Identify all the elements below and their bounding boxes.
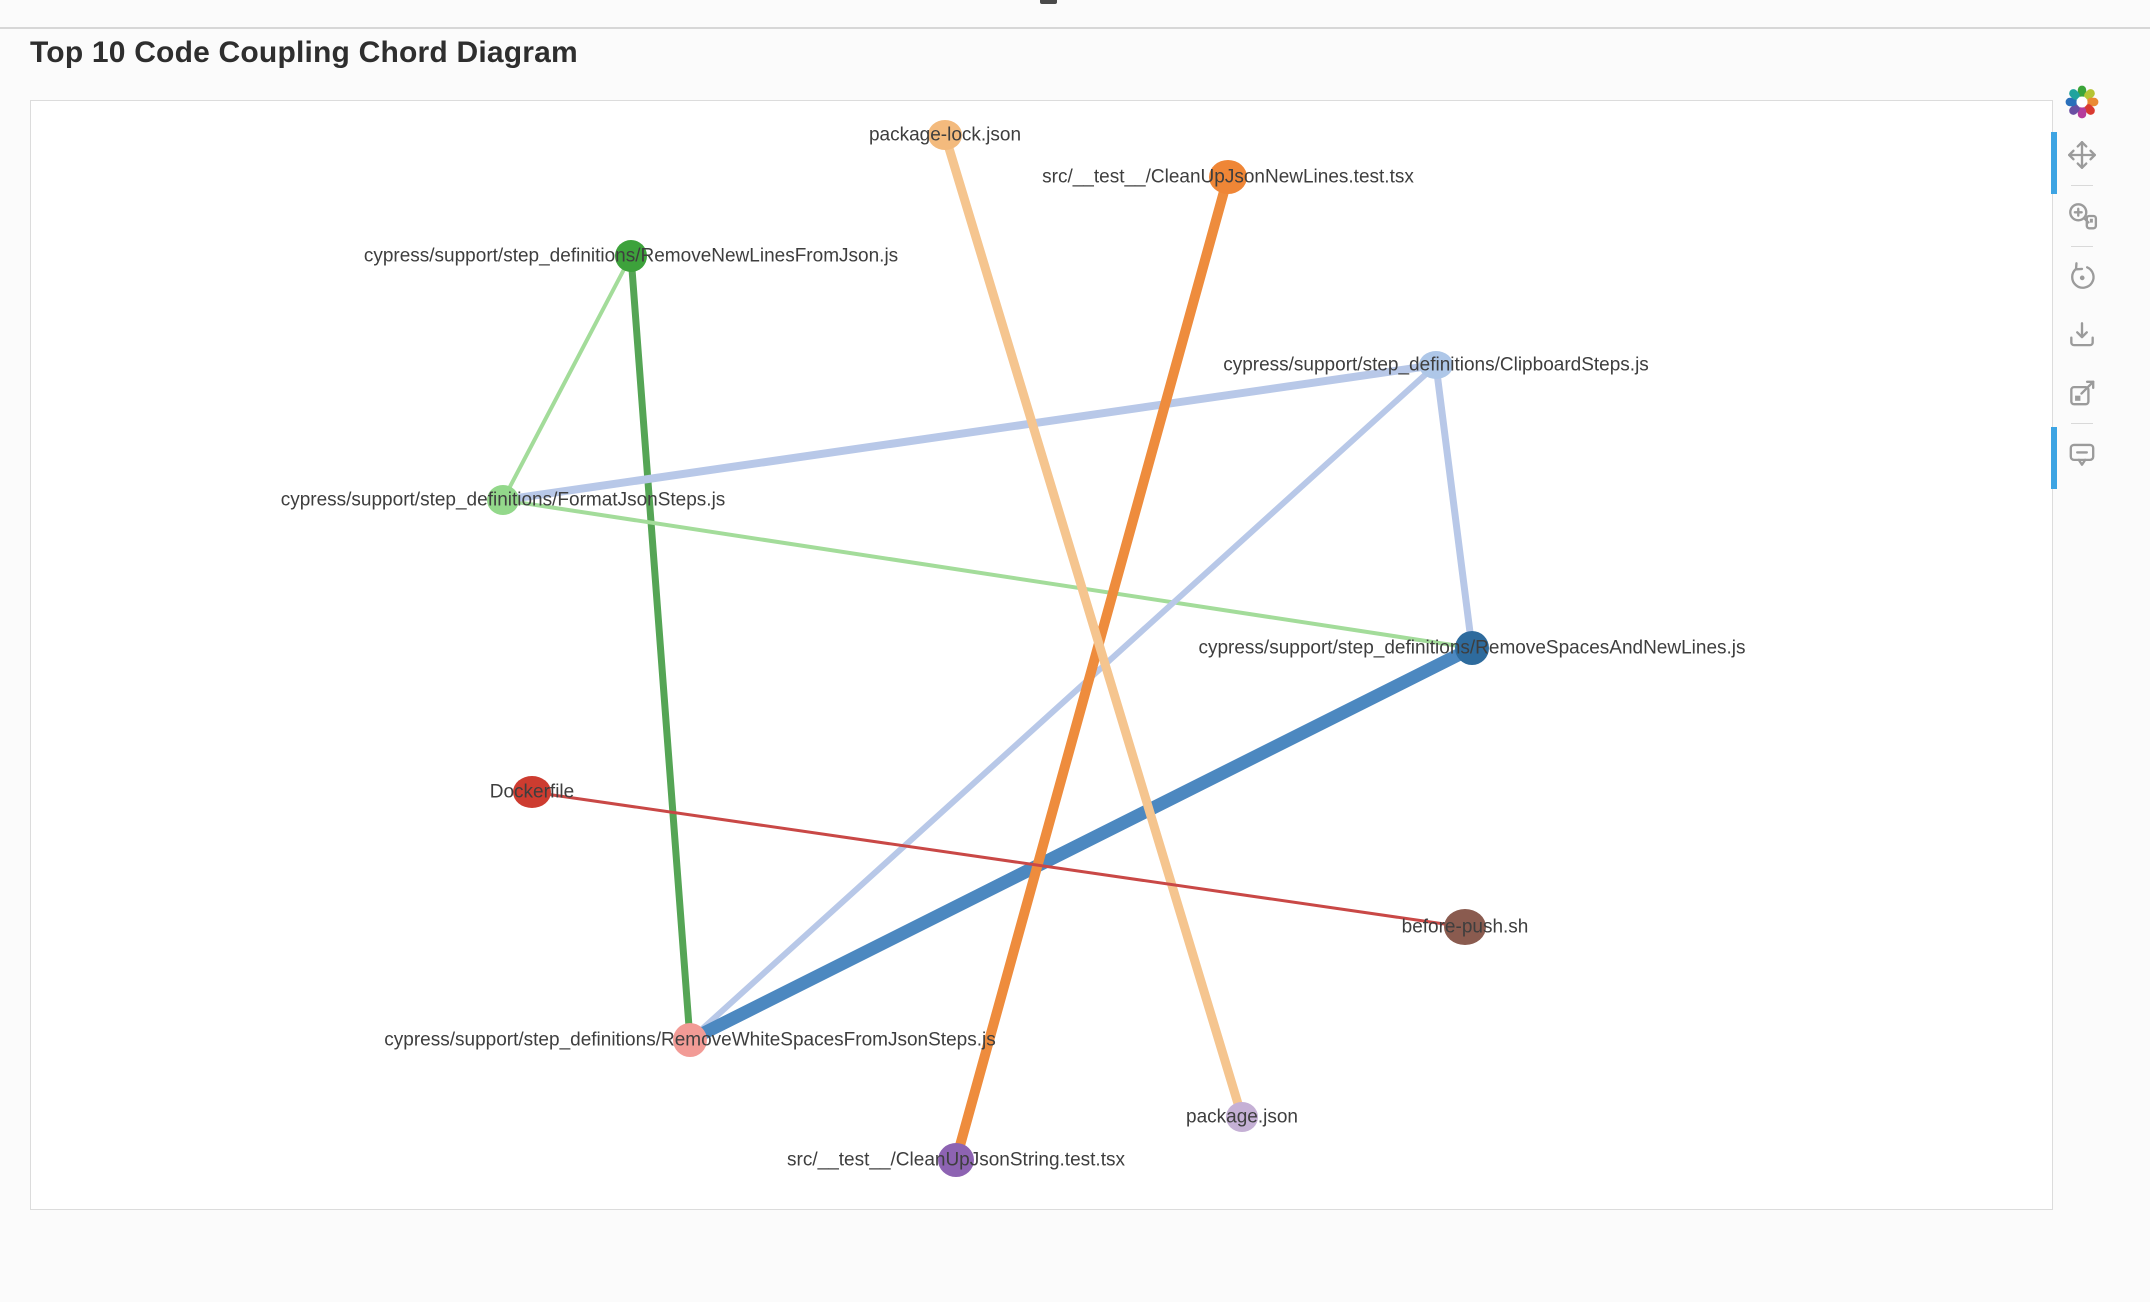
bokeh-logo[interactable] — [2064, 84, 2100, 120]
reset-tool-button[interactable] — [2063, 258, 2101, 296]
node-label-remove_ws: cypress/support/step_definitions/RemoveW… — [384, 1030, 995, 1051]
toolbar-separator — [2071, 423, 2093, 424]
graph-node-clean_str[interactable] — [938, 1143, 974, 1177]
coupling-edge-clean_nl-clean_str — [951, 172, 1233, 1165]
pan-icon — [2068, 141, 2096, 169]
coupling-edge-format-remove_spaces — [501, 498, 1474, 650]
box-zoom-tool-button[interactable] — [2063, 197, 2101, 235]
cropped-text-fragment — [1040, 0, 1057, 4]
node-label-clipboard: cypress/support/step_definitions/Clipboa… — [1223, 355, 1649, 376]
node-label-dockerfile: Dockerfile — [490, 782, 574, 803]
coupling-edge-remove_spaces-remove_ws — [683, 641, 1479, 1047]
coupling-edge-clipboard-remove_ws — [687, 362, 1439, 1043]
graph-node-clean_nl[interactable] — [1209, 160, 1247, 194]
box-zoom-icon — [2069, 203, 2098, 230]
reset-icon — [2071, 262, 2095, 289]
node-label-before_push: before-push.sh — [1402, 917, 1529, 938]
graph-node-remove_spaces[interactable] — [1455, 631, 1489, 665]
fullscreen-icon — [2070, 380, 2095, 406]
page-title: Top 10 Code Coupling Chord Diagram — [30, 36, 578, 69]
node-label-clean_str: src/__test__/CleanUpJsonString.test.tsx — [787, 1150, 1125, 1171]
save-icon — [2070, 322, 2094, 347]
graph-node-clipboard[interactable] — [1419, 351, 1453, 379]
graph-node-remove_ws[interactable] — [673, 1023, 707, 1057]
active-tool-indicator-hover — [2051, 427, 2057, 489]
coupling-edge-remove_nl-remove_ws — [627, 252, 694, 1044]
save-tool-button[interactable] — [2063, 316, 2101, 354]
node-label-remove_spaces: cypress/support/step_definitions/RemoveS… — [1198, 638, 1745, 659]
hover-tool-button[interactable] — [2063, 435, 2101, 473]
toolbar-separator — [2071, 246, 2093, 247]
pan-tool-button[interactable] — [2063, 136, 2101, 174]
coupling-edge-format-clipboard — [499, 361, 1440, 504]
graph-node-dockerfile[interactable] — [513, 776, 551, 808]
bokeh-toolbar — [2060, 84, 2104, 483]
node-label-pkg: package.json — [1186, 1107, 1298, 1128]
coupling-edge-dockerfile-before_push — [530, 790, 1467, 929]
active-tool-indicator-pan — [2051, 132, 2057, 194]
node-label-pkg_lock: package-lock.json — [869, 125, 1021, 146]
fullscreen-tool-button[interactable] — [2063, 374, 2101, 412]
top-divider — [0, 27, 2150, 29]
graph-node-format[interactable] — [487, 485, 519, 515]
graph-node-before_push[interactable] — [1444, 909, 1486, 945]
coupling-edge-pkg_lock-pkg — [940, 130, 1247, 1122]
plot-frame[interactable] — [30, 100, 2053, 1210]
graph-node-remove_nl[interactable] — [615, 240, 647, 272]
coupling-edge-remove_nl-format — [501, 254, 633, 502]
toolbar-separator — [2071, 185, 2093, 186]
graph-node-pkg[interactable] — [1226, 1102, 1258, 1132]
hover-icon — [2069, 443, 2095, 466]
node-label-clean_nl: src/__test__/CleanUpJsonNewLines.test.ts… — [1042, 167, 1414, 188]
node-label-format: cypress/support/step_definitions/FormatJ… — [281, 490, 726, 511]
coupling-edge-clipboard-remove_spaces — [1432, 361, 1476, 652]
node-label-remove_nl: cypress/support/step_definitions/RemoveN… — [364, 246, 898, 267]
graph-node-pkg_lock[interactable] — [928, 120, 962, 150]
